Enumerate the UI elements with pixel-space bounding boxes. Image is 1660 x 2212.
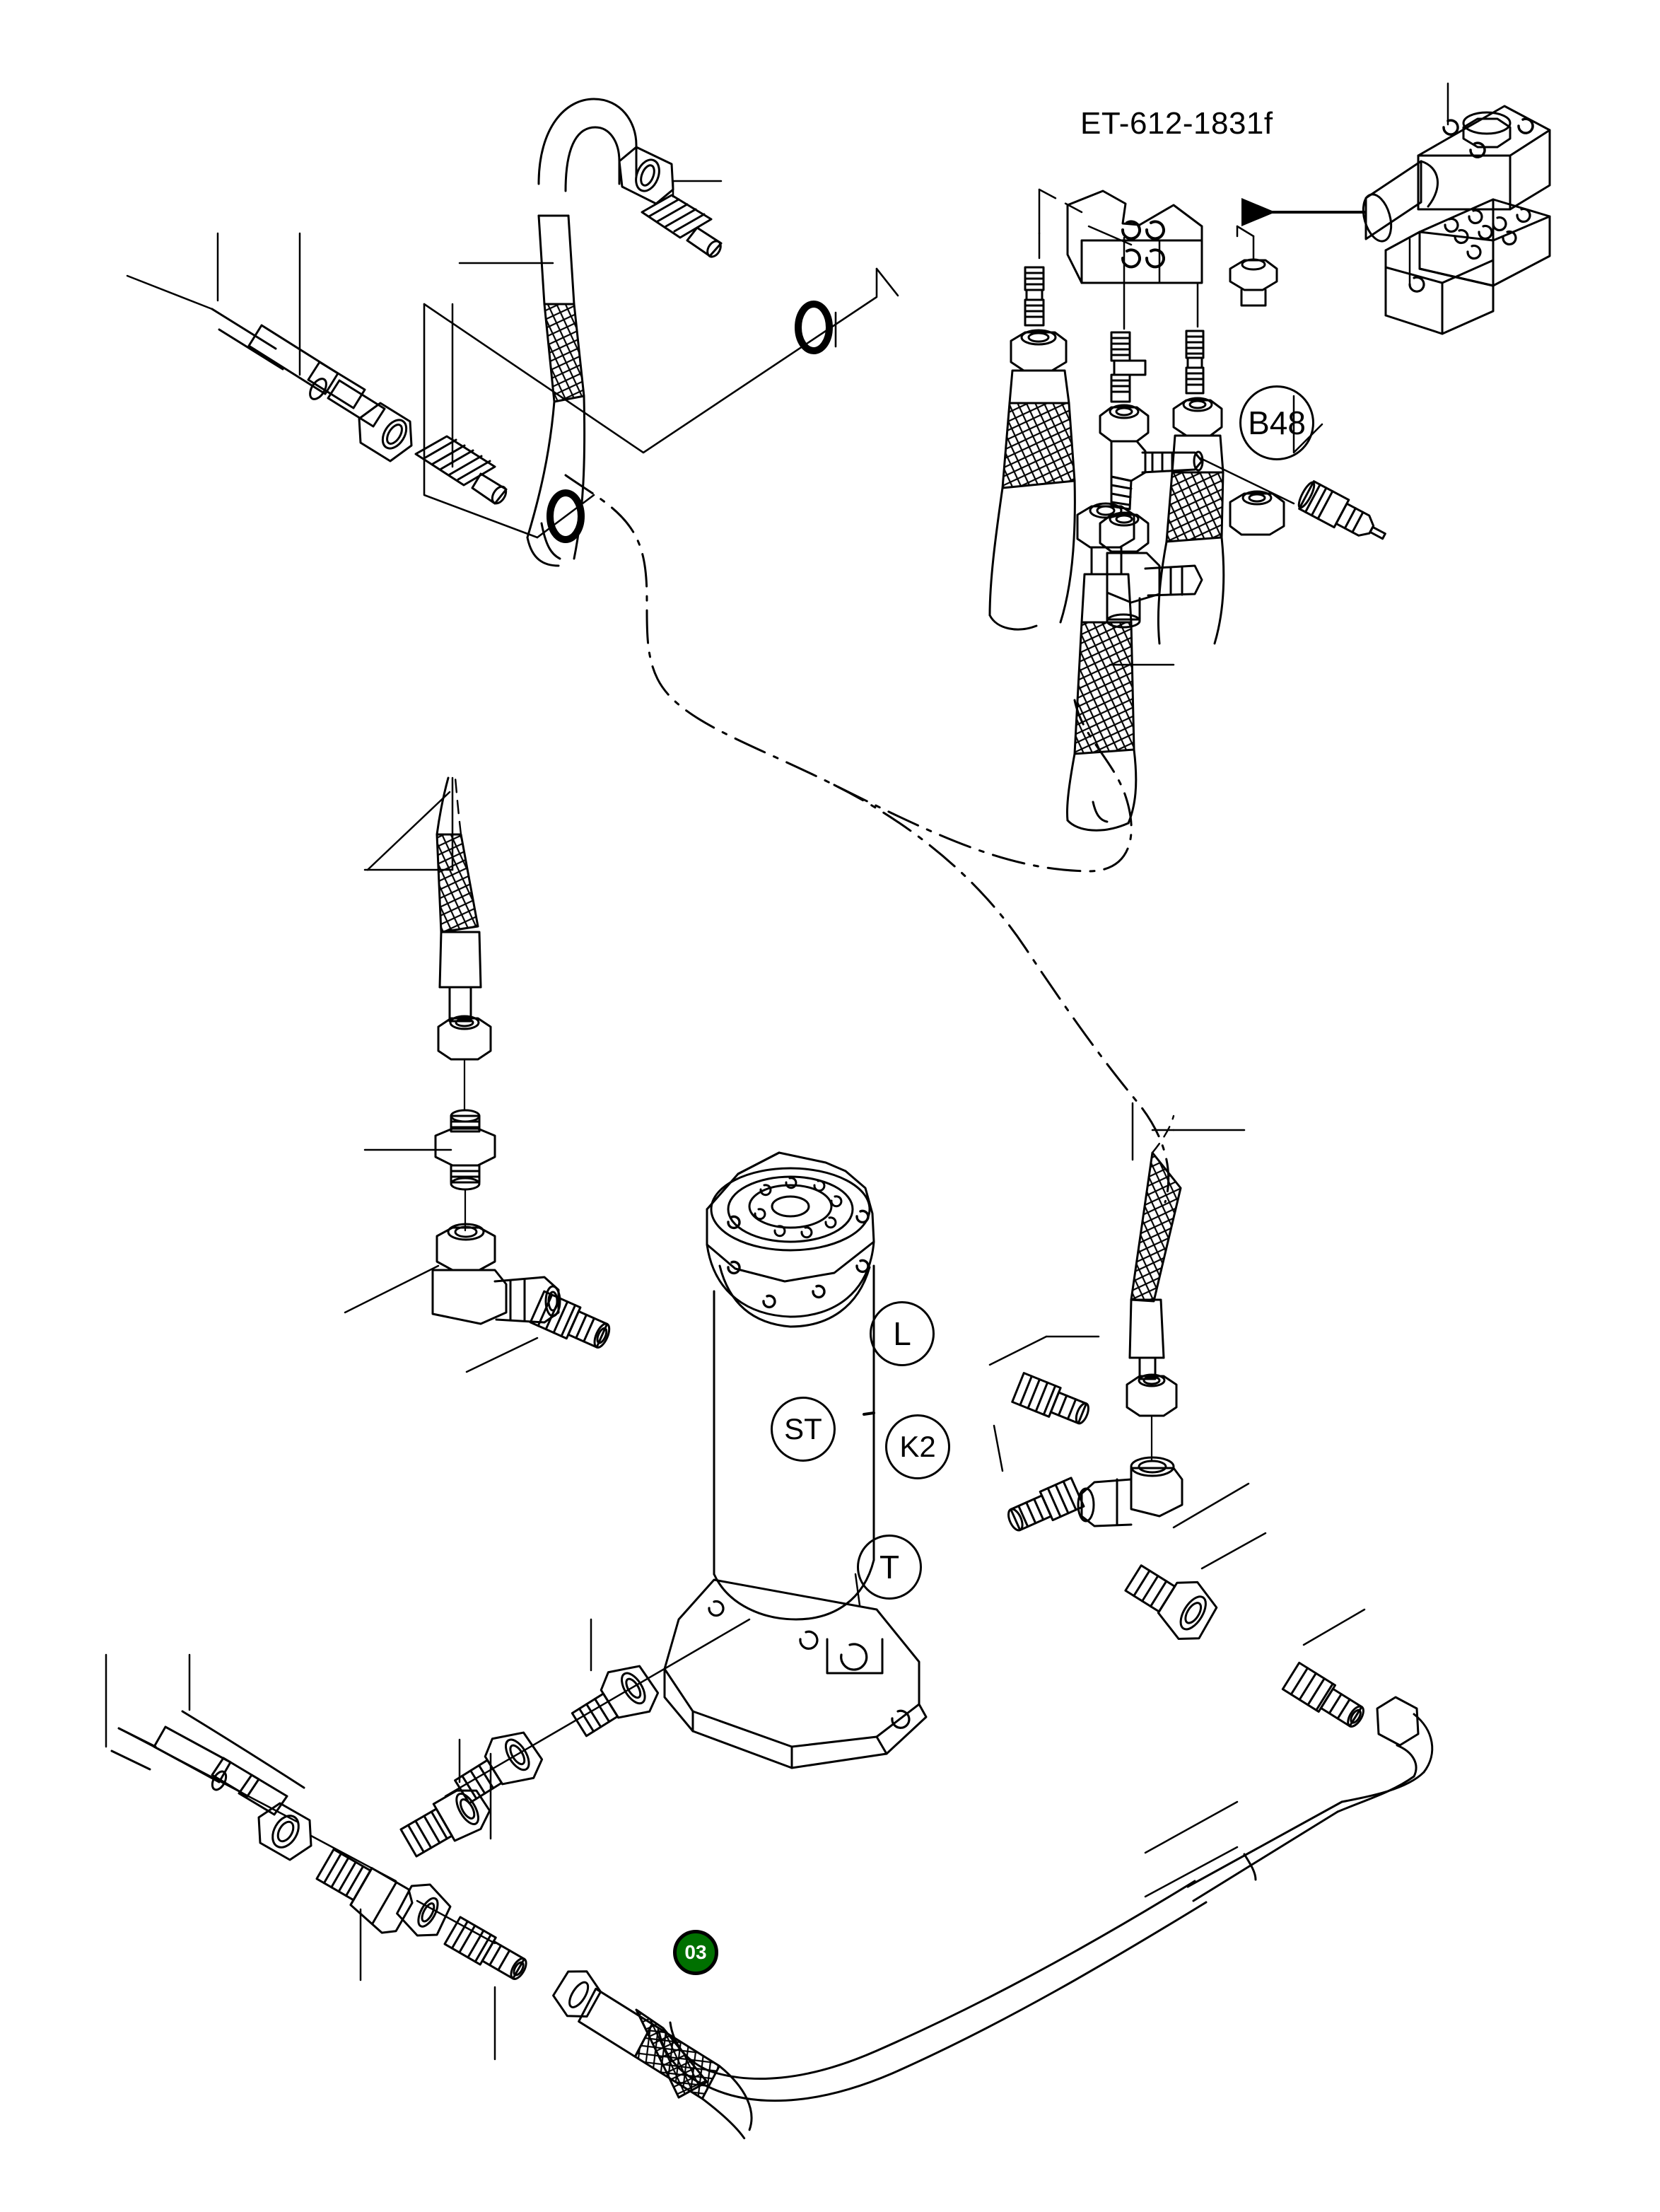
mount-panel-edges <box>423 267 899 539</box>
detail-view-title: ET-612-1831f <box>1080 106 1273 141</box>
bottom-right-tube-assembly <box>1124 1532 1434 1902</box>
right-middle-hose-assembly <box>988 1102 1250 1532</box>
left-middle-hose-assembly <box>344 776 611 1373</box>
port-label-k2[interactable]: K2 <box>885 1414 950 1479</box>
detail-callout-b48[interactable]: B48 <box>1239 385 1314 460</box>
port-label-t[interactable]: T <box>857 1535 922 1600</box>
o-ring <box>546 489 585 543</box>
port-label-st[interactable]: ST <box>771 1397 836 1462</box>
bottom-mid-fittings <box>444 1618 751 1805</box>
bottom-hose-tail <box>635 2008 708 2099</box>
hose-routing-outline <box>181 1710 1208 2102</box>
hose-fitting-column-2 <box>1099 236 1204 629</box>
top-hose-elbow-assembly <box>458 98 723 567</box>
hose-fitting-column-1 <box>988 232 1076 631</box>
hose-fitting-column-3 <box>1157 239 1225 645</box>
hotspot-marker-03[interactable]: 03 <box>673 1930 718 1975</box>
swivel-joint-body <box>663 1151 928 1769</box>
top-left-pipe-assembly <box>126 232 508 505</box>
hose-routing-centerline <box>564 474 1170 1204</box>
o-ring <box>795 301 833 354</box>
detail-view-et-612-1831f <box>988 188 1386 645</box>
valve-block-and-cylinder <box>1362 82 1551 335</box>
plug-part <box>1229 225 1278 307</box>
port-label-l[interactable]: L <box>870 1301 935 1366</box>
